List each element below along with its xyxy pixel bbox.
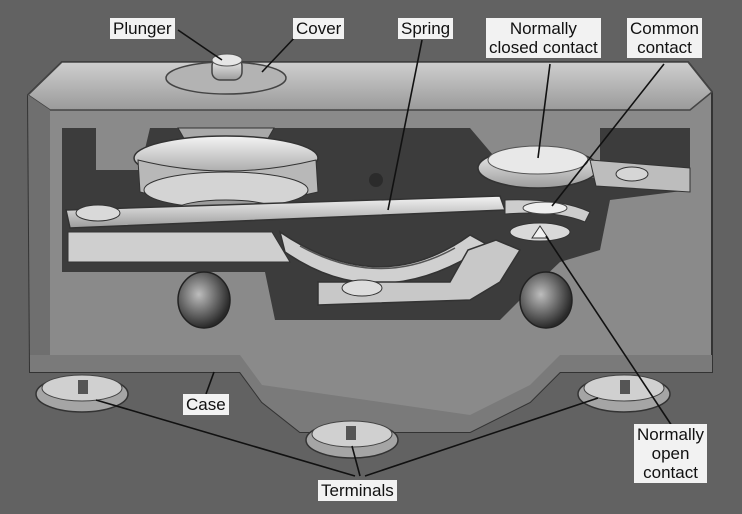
- label-case: Case: [183, 394, 229, 415]
- label-normally-closed-contact: Normally closed contact: [486, 18, 601, 58]
- terminal-screw-left: [35, 374, 129, 413]
- label-normally-closed-line-2: closed contact: [489, 38, 598, 57]
- label-normally-closed-line-1: Normally: [509, 19, 577, 38]
- label-cover: Cover: [293, 18, 345, 39]
- normally-open-contact-part: [317, 222, 571, 306]
- leader-cover: [261, 33, 299, 73]
- leader-terminal-center: [351, 445, 361, 477]
- leader-terminal-right: [364, 397, 599, 477]
- leader-spring: [387, 39, 423, 211]
- lever-arm: [65, 195, 507, 263]
- label-spring: Spring: [398, 18, 454, 39]
- label-normally-open-line-3: contact: [643, 463, 698, 482]
- plunger-part: [165, 53, 287, 95]
- label-plunger: Plunger: [110, 18, 175, 39]
- leader-case: [205, 371, 215, 395]
- common-contact-part: [504, 199, 591, 223]
- normally-closed-contact-part: [477, 145, 691, 193]
- leader-normally-open: [545, 235, 673, 427]
- label-common-line-1: Common: [630, 19, 699, 38]
- mounting-holes: [177, 173, 573, 329]
- leader-terminal-left: [95, 399, 356, 477]
- label-normally-open-contact: Normally open contact: [634, 424, 708, 483]
- leader-common: [551, 63, 665, 207]
- label-normally-open-line-2: open: [651, 444, 690, 463]
- label-common-line-2: contact: [637, 38, 692, 57]
- leader-lines: [95, 29, 673, 477]
- leader-plunger: [177, 29, 223, 61]
- terminal-screw-right: [577, 374, 671, 413]
- actuator-assembly: [133, 127, 319, 221]
- label-common-contact: Common contact: [627, 18, 702, 58]
- leader-normally-closed: [537, 63, 551, 159]
- label-terminals: Terminals: [318, 480, 397, 501]
- terminal-screw-center: [305, 420, 399, 459]
- label-normally-open-line-1: Normally: [637, 425, 705, 444]
